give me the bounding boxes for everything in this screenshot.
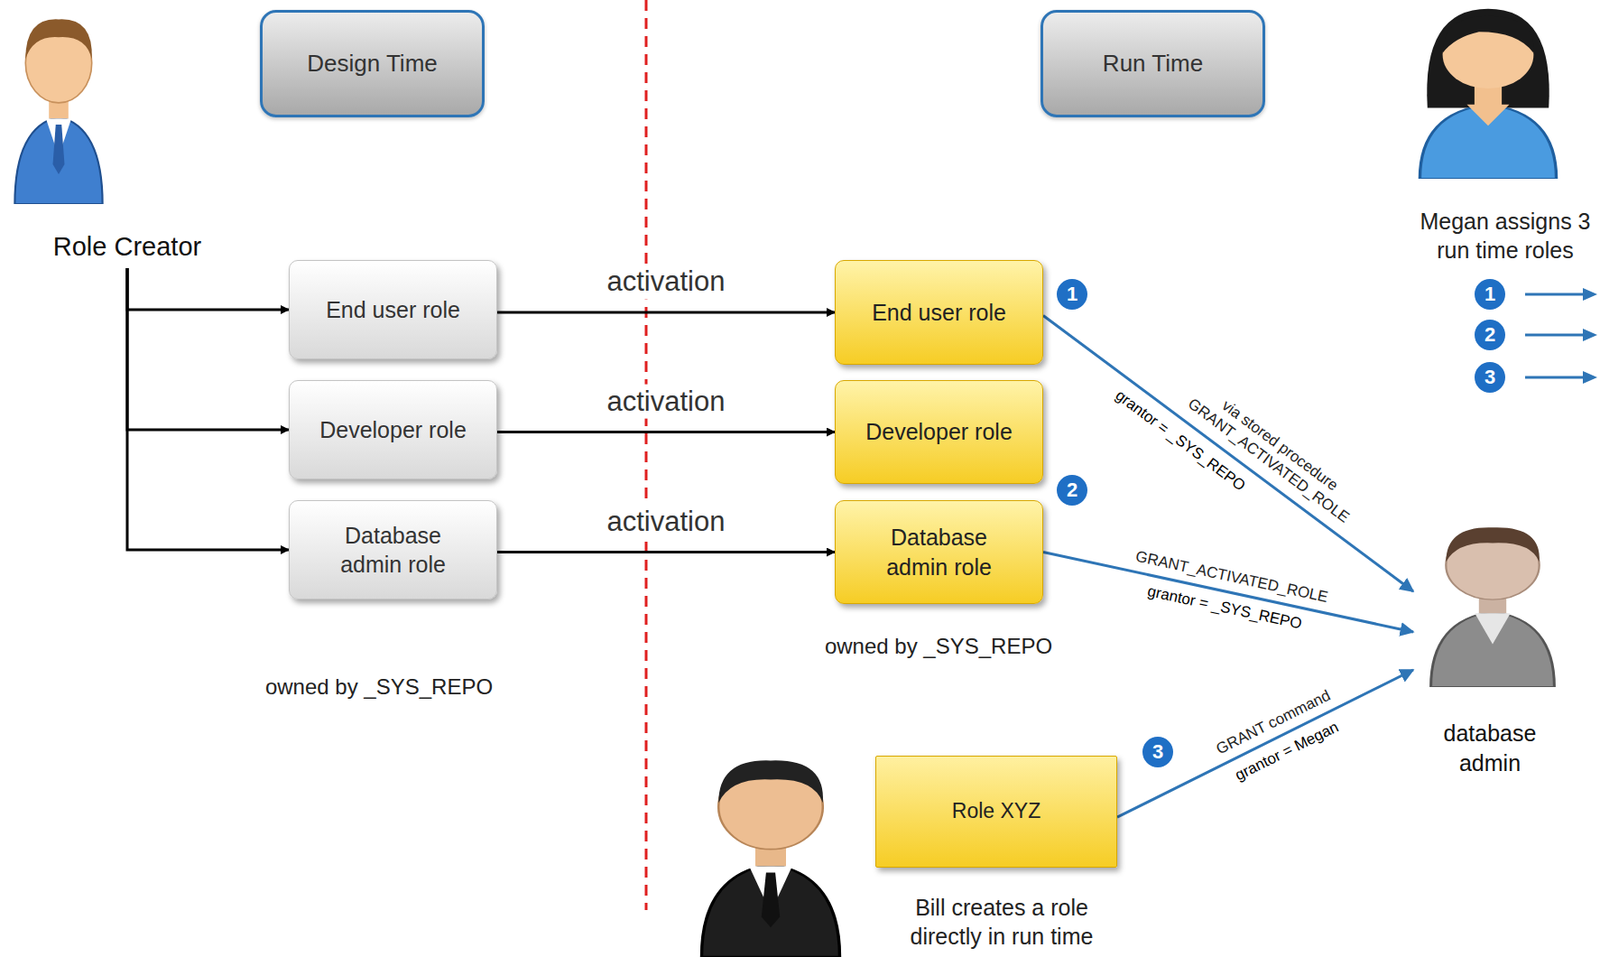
arrow-head (1582, 328, 1598, 342)
callout-number: 3 (1142, 736, 1174, 768)
connector (1117, 669, 1414, 817)
fringe (1442, 16, 1535, 54)
connector (1043, 314, 1414, 592)
callout-number: 3 (1474, 361, 1506, 393)
hair (1426, 9, 1550, 109)
suit (14, 116, 102, 204)
edge-label: activation (604, 503, 729, 539)
design-role-box: Database admin role (288, 499, 498, 600)
edge-label: activation (604, 264, 729, 300)
suit (702, 863, 841, 957)
collar (1474, 612, 1511, 644)
callout-number: 2 (1056, 474, 1088, 506)
node-text: Run Time (1102, 48, 1203, 80)
runtime-role-box: Role XYZ (875, 755, 1118, 868)
node-text: End user role (325, 295, 461, 325)
tie (761, 871, 780, 927)
node-text: Role XYZ (952, 797, 1041, 825)
assign-arrow (1525, 376, 1587, 380)
neckline (1466, 104, 1509, 127)
connector (1043, 552, 1414, 633)
assign-arrow (1525, 333, 1587, 337)
phase-box: Run Time (1040, 9, 1266, 118)
suit (1431, 610, 1555, 687)
assign-arrow (1525, 293, 1587, 296)
callout-number: 1 (1474, 278, 1506, 310)
connector (127, 268, 289, 550)
hair (25, 18, 93, 59)
runtime-role-box: Developer role (834, 379, 1044, 484)
edge-label: activation (604, 383, 729, 419)
actor-node: database admin (1413, 509, 1567, 781)
node-text: Developer role (865, 416, 1013, 447)
ownership-note: owned by _SYS_REPO (265, 672, 493, 701)
actor-caption: Bill creates a role directly in run time (887, 892, 1118, 952)
actor-node: Role Creator (9, 4, 246, 269)
node-text: database admin (1433, 718, 1547, 777)
runtime-role-box: Database admin role (834, 499, 1044, 604)
ownership-note: owned by _SYS_REPO (824, 631, 1053, 660)
arrow-head (1582, 370, 1598, 384)
person-icon (1431, 527, 1555, 687)
hair (1445, 527, 1540, 562)
node-text: Database admin role (862, 522, 1017, 582)
actor-caption: Megan assigns 3 run time roles (1404, 206, 1600, 266)
connector (497, 550, 835, 554)
callout-number: 2 (1474, 319, 1506, 351)
design-role-box: End user role (288, 259, 498, 360)
hair (718, 759, 824, 803)
divider-line (645, 0, 648, 910)
node-text: Design Time (306, 48, 438, 80)
person-icon (702, 759, 841, 957)
runtime-role-box: End user role (834, 259, 1044, 365)
node-text: Developer role (319, 415, 467, 445)
connector (497, 311, 835, 315)
connector (497, 430, 835, 434)
person-icon (1419, 9, 1556, 179)
node-text: Role Creator (53, 230, 202, 265)
phase-box: Design Time (259, 9, 485, 118)
top (1419, 104, 1556, 179)
design-role-box: Developer role (288, 379, 498, 480)
node-text: End user role (871, 297, 1007, 328)
callout-number: 1 (1056, 278, 1088, 310)
arrow-head (1582, 287, 1598, 301)
connector (127, 268, 289, 430)
tie (53, 124, 65, 175)
connector (127, 268, 289, 310)
node-text: Database admin role (316, 520, 471, 580)
person-icon (14, 18, 102, 204)
